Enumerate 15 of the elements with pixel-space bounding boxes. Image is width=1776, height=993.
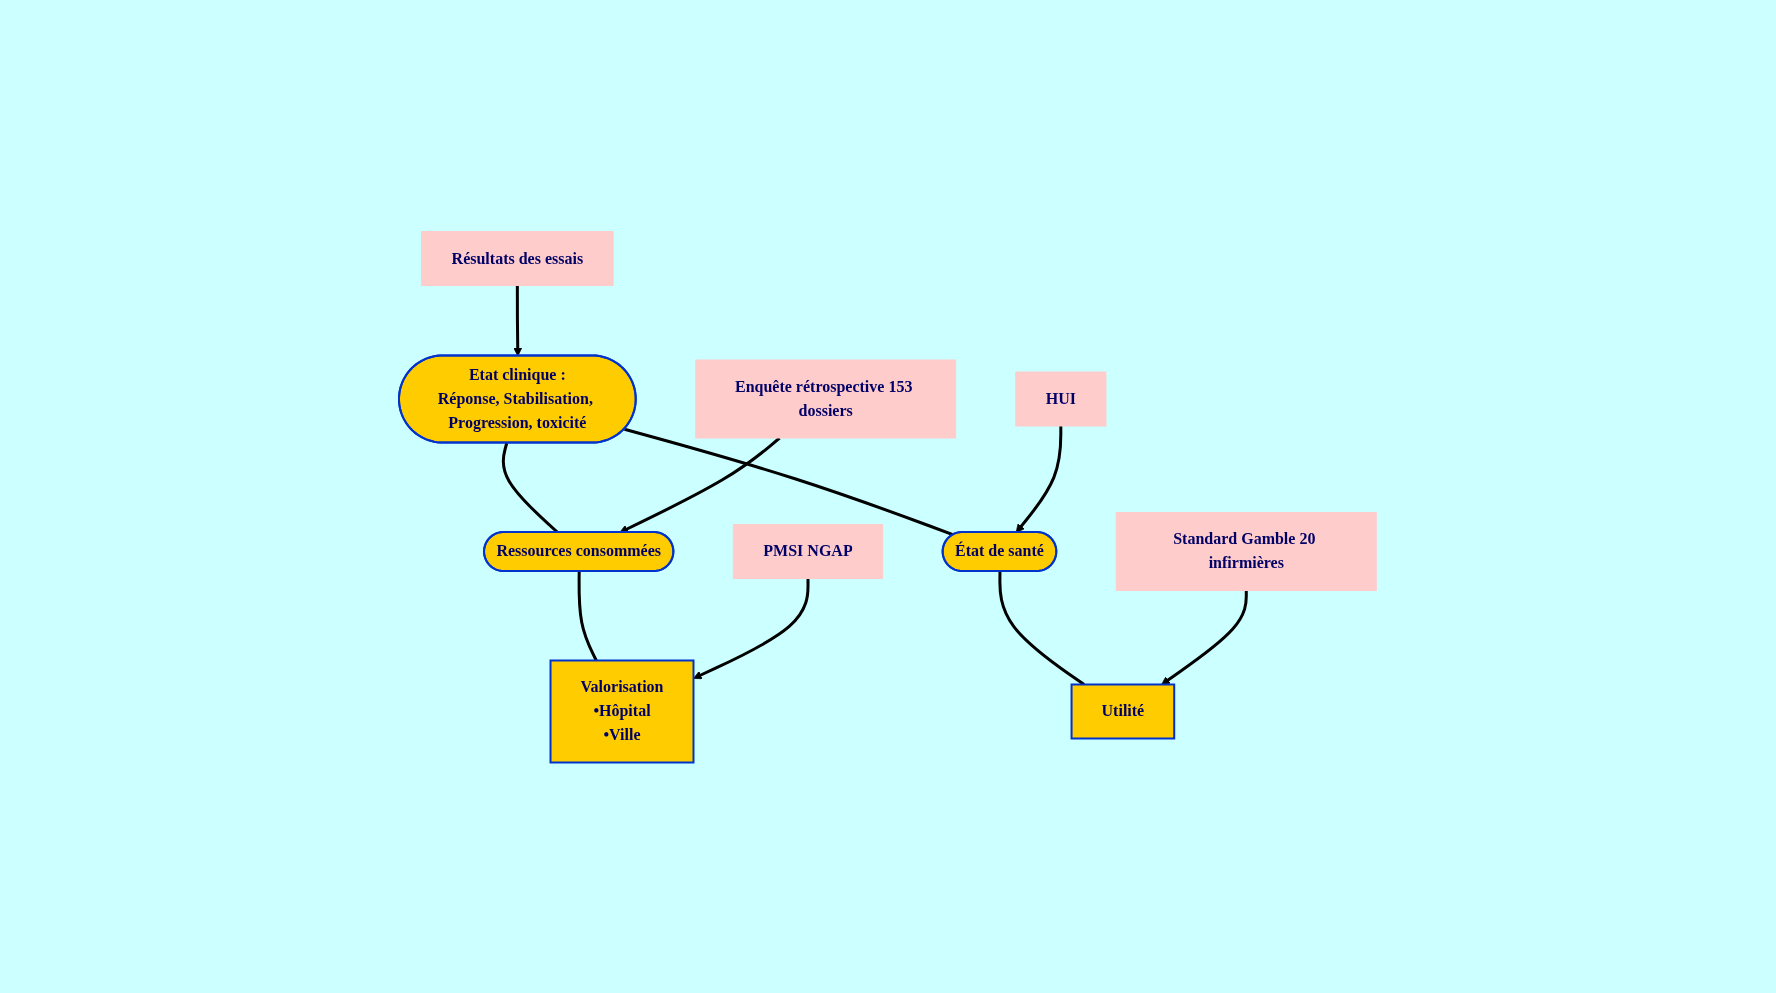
arrow	[693, 578, 810, 679]
node-box: Valorisation •Hôpital •Ville	[549, 659, 695, 763]
node-box: Résultats des essais	[421, 230, 614, 286]
node-box: PMSI NGAP	[733, 523, 884, 579]
node-box: Utilité	[1070, 683, 1176, 739]
node-box: Standard Gamble 20 infirmières	[1116, 511, 1378, 591]
arrow	[1161, 590, 1249, 685]
arrow	[1016, 425, 1063, 533]
connector	[577, 571, 598, 661]
connector	[624, 427, 955, 536]
arrow	[513, 285, 523, 356]
connector	[998, 571, 1086, 686]
arrow	[619, 436, 781, 533]
node-box: HUI	[1015, 371, 1107, 426]
node-box: Enquête rétrospective 153 dossiers	[695, 359, 957, 438]
